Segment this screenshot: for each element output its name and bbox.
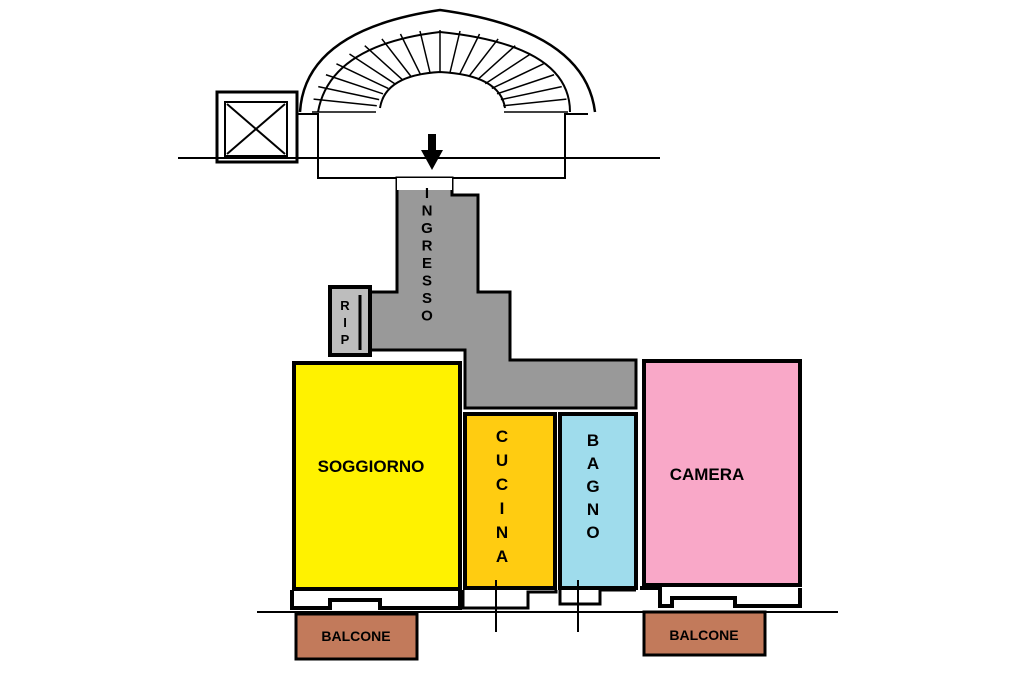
- stair-landing: [178, 8, 660, 179]
- balcone-right: [642, 610, 767, 657]
- crossed-box-icon: [226, 103, 286, 155]
- spiral-staircase-icon: [312, 30, 568, 113]
- balcone-left: [294, 612, 419, 661]
- room-soggiorno: [292, 361, 462, 591]
- label-balcone-right: BALCONE: [669, 627, 738, 643]
- room-bagno: [558, 412, 638, 590]
- label-soggiorno: SOGGIORNO: [318, 457, 425, 476]
- room-rip: [328, 285, 372, 357]
- label-balcone-left: BALCONE: [321, 628, 390, 644]
- down-arrow-icon: [421, 134, 443, 170]
- room-camera: [642, 359, 802, 587]
- room-cucina: [463, 412, 557, 590]
- label-camera: CAMERA: [670, 465, 745, 484]
